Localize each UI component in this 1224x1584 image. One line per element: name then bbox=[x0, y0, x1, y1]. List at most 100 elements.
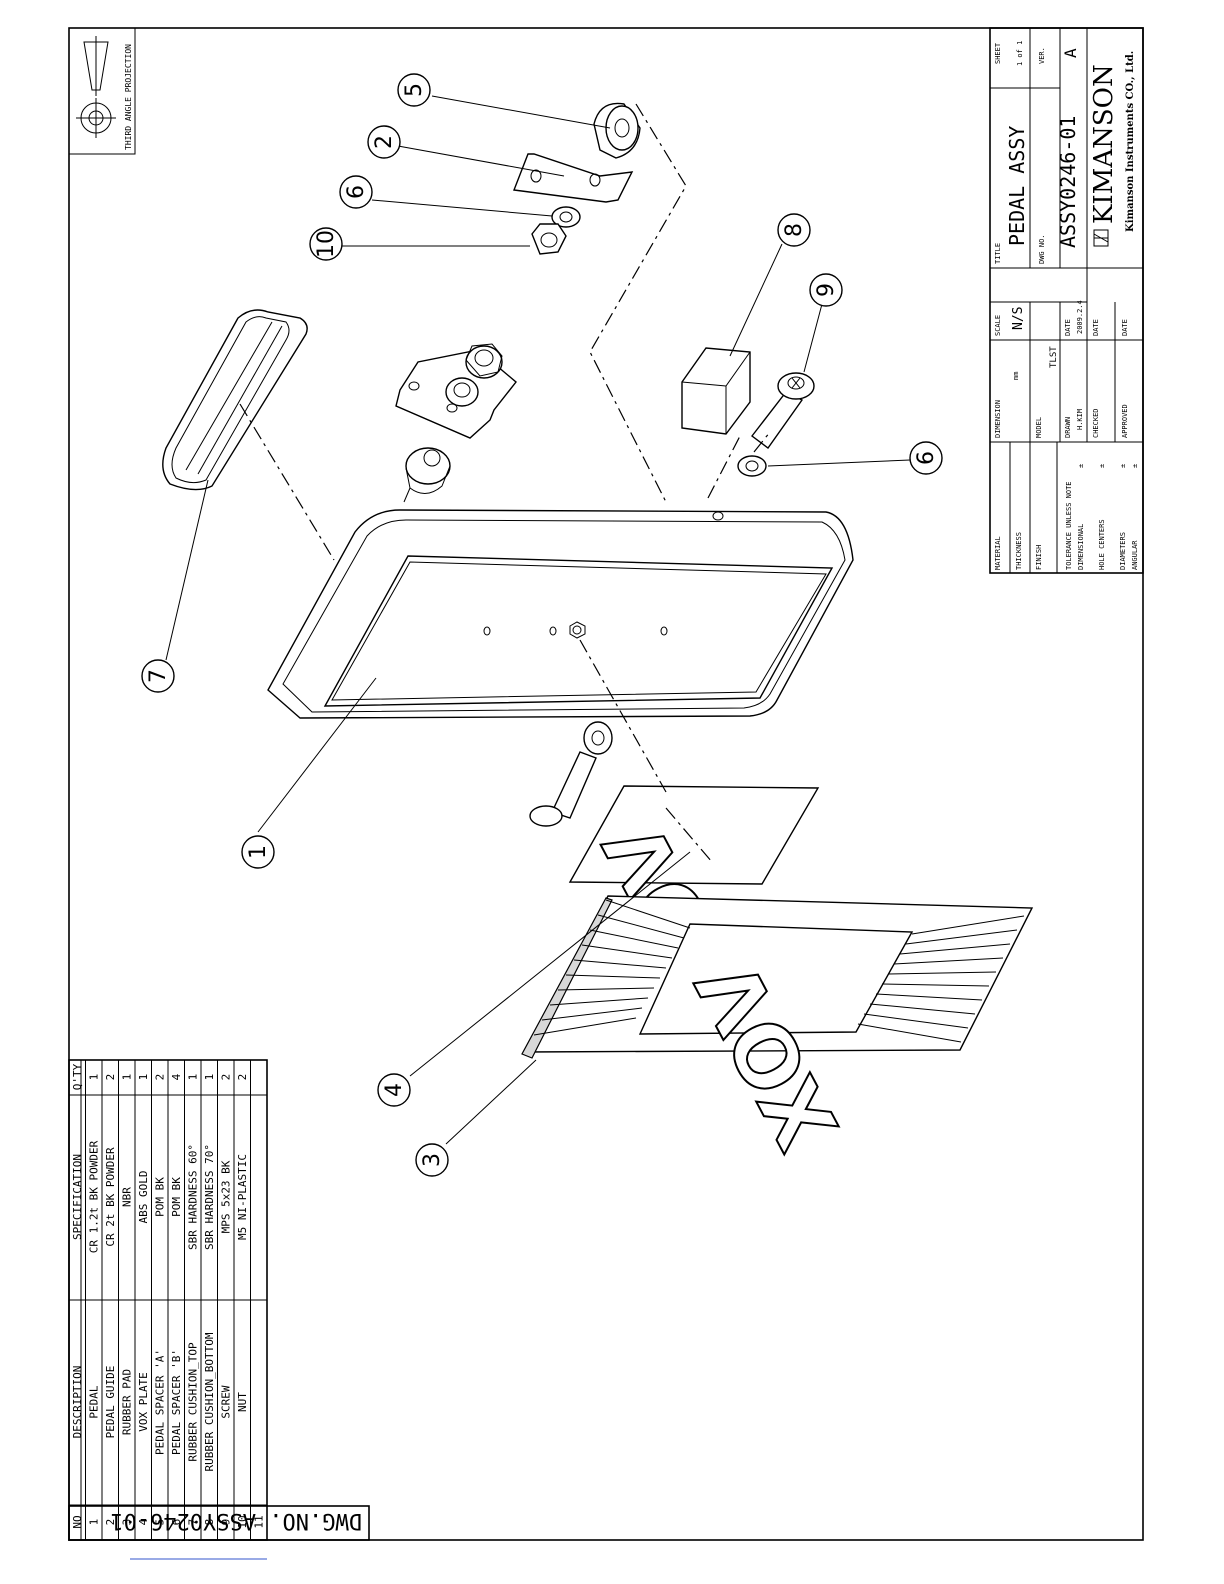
rubber-pad-rib bbox=[887, 971, 997, 975]
bom-cell: 3 bbox=[120, 1519, 133, 1526]
balloon-number: 9 bbox=[814, 283, 839, 297]
bom-cell: SBR HARDNESS 70° bbox=[203, 1144, 216, 1250]
sheet-label: SHEET bbox=[994, 42, 1002, 64]
bom-cell: 11 bbox=[252, 1515, 265, 1528]
rubber-pad-rib bbox=[875, 993, 983, 1001]
balloon-number: 7 bbox=[146, 669, 171, 683]
bom-cell: 8 bbox=[203, 1519, 216, 1526]
bom-cell: SCREW bbox=[219, 1385, 232, 1418]
balloon-circle bbox=[415, 1143, 449, 1177]
bom-cell: PEDAL bbox=[87, 1385, 100, 1418]
part-pedal-guide-left bbox=[395, 343, 517, 503]
bom-cell: PEDAL GUIDE bbox=[104, 1366, 117, 1439]
bom-cell: PEDAL SPACER 'B' bbox=[170, 1349, 183, 1455]
balloon-circle bbox=[367, 125, 401, 159]
bom-header-cell: DESCRIPTION bbox=[71, 1366, 84, 1439]
balloon-number: 1 bbox=[246, 845, 271, 859]
date-label-approved: DATE bbox=[1121, 319, 1129, 336]
model-value: TLST bbox=[1049, 346, 1059, 368]
rubber-pad-rib bbox=[605, 899, 691, 929]
part-rubber-pad: VOX bbox=[521, 895, 1034, 1166]
rubber-pad-rib bbox=[863, 1013, 969, 1029]
company-full-name: Kimanson Instruments CO., Ltd. bbox=[1125, 51, 1136, 232]
bom-cell: 6 bbox=[170, 1519, 183, 1526]
date-value: 2009.2.4 bbox=[1076, 300, 1084, 334]
title-block: MATERIAL THICKNESS FINISH TOLERANCE UNLE… bbox=[989, 27, 1144, 574]
bom-header-cell: SPECIFICATION bbox=[71, 1154, 84, 1240]
checked-label: CHECKED bbox=[1092, 408, 1100, 438]
part-pedal bbox=[267, 509, 854, 719]
rubber-pad-rib bbox=[549, 997, 649, 1006]
date-label-checked: DATE bbox=[1092, 319, 1100, 336]
dwg-number-stamp: DWG.NO. ASSY0246-01 bbox=[68, 1505, 370, 1541]
balloon-number: 6 bbox=[344, 185, 369, 199]
bom-cell: 1 bbox=[120, 1074, 133, 1081]
rubber-pad-rib bbox=[893, 957, 1004, 965]
bom-cell: POM BK bbox=[153, 1177, 166, 1217]
bom-cell: SBR HARDNESS 60° bbox=[186, 1144, 199, 1250]
tolerance-hole-value: ± bbox=[1098, 464, 1106, 468]
rubber-pad-rib bbox=[573, 959, 667, 969]
drawn-label: DRAWN bbox=[1064, 417, 1072, 438]
bom-cell: 1 bbox=[137, 1074, 150, 1081]
bom-cell: 2 bbox=[104, 1519, 117, 1526]
bom-header-cell: NO bbox=[71, 1515, 84, 1528]
part-pedal-spacer-a bbox=[593, 102, 641, 159]
sheet-border bbox=[68, 27, 1144, 1541]
rubber-pad-rib bbox=[597, 914, 685, 939]
rubber-pad-rib bbox=[533, 1017, 637, 1036]
ver-label: VER. bbox=[1038, 47, 1046, 64]
leader-lines bbox=[165, 95, 911, 1145]
balloon-number: 8 bbox=[782, 223, 807, 237]
bom-cell: 1 bbox=[203, 1074, 216, 1081]
model-label: MODEL bbox=[1035, 417, 1043, 438]
rubber-pad-rib bbox=[565, 974, 661, 979]
balloon-number: 10 bbox=[314, 230, 339, 258]
rubber-pad-rib bbox=[881, 983, 990, 987]
diameters-label: DIAMETERS bbox=[1119, 532, 1127, 570]
bom-cell: 7 bbox=[186, 1519, 199, 1526]
rubber-pad-rib bbox=[589, 929, 679, 949]
date-label-drawn: DATE bbox=[1064, 319, 1072, 336]
part-rubber-cushion-bottom bbox=[681, 347, 751, 435]
ver-value: A bbox=[1061, 48, 1080, 58]
bom-cell: CR 1.2t BK POWDER bbox=[87, 1140, 100, 1253]
tolerance-label: TOLERANCE UNLESS NOTE bbox=[1065, 481, 1073, 570]
balloon-circle bbox=[309, 227, 343, 261]
balloon-circle bbox=[377, 1073, 411, 1107]
finish-label: FINISH bbox=[1035, 545, 1043, 570]
balloon-number: 5 bbox=[402, 83, 427, 97]
material-label: MATERIAL bbox=[994, 536, 1002, 570]
bom-cell: 10 bbox=[236, 1515, 249, 1528]
bom-cell: 2 bbox=[104, 1074, 117, 1081]
dwg-no-label: DWG NO. bbox=[1038, 234, 1046, 264]
rubber-pad-rib bbox=[857, 1023, 962, 1043]
balloon-circle bbox=[241, 835, 275, 869]
balloon-circle bbox=[777, 213, 811, 247]
rubber-pad-rib bbox=[541, 1007, 643, 1021]
rubber-pad-rib bbox=[557, 987, 655, 991]
dwg-no-value: ASSY0246-01 bbox=[1056, 116, 1080, 248]
scale-label: SCALE bbox=[994, 315, 1002, 336]
bom-cell: MPS 5x23 BK bbox=[219, 1160, 232, 1233]
part-screw-upper bbox=[751, 372, 815, 449]
bom-cell: NUT bbox=[236, 1392, 249, 1412]
bom-cell: 5 bbox=[153, 1519, 166, 1526]
rubber-pad-rib bbox=[869, 1003, 976, 1015]
rubber-pad-rib bbox=[905, 929, 1018, 945]
projection-label: THIRD ANGLE PROJECTION bbox=[124, 44, 133, 150]
part-pedal-guide bbox=[513, 153, 634, 203]
bom-cell: 2 bbox=[219, 1074, 232, 1081]
title-label: TITLE bbox=[994, 243, 1002, 264]
bom-cell: 2 bbox=[153, 1074, 166, 1081]
assembly-centerlines bbox=[239, 103, 771, 863]
tolerance-angular-value: ± bbox=[1131, 464, 1139, 468]
company-name: KIMANSON bbox=[1089, 64, 1119, 224]
scale-value: N/S bbox=[1011, 307, 1026, 330]
bom-cell: 4 bbox=[137, 1518, 150, 1525]
balloon-circle bbox=[141, 659, 175, 693]
approved-label: APPROVED bbox=[1121, 404, 1129, 438]
bom-cell: ABS GOLD bbox=[137, 1171, 150, 1224]
